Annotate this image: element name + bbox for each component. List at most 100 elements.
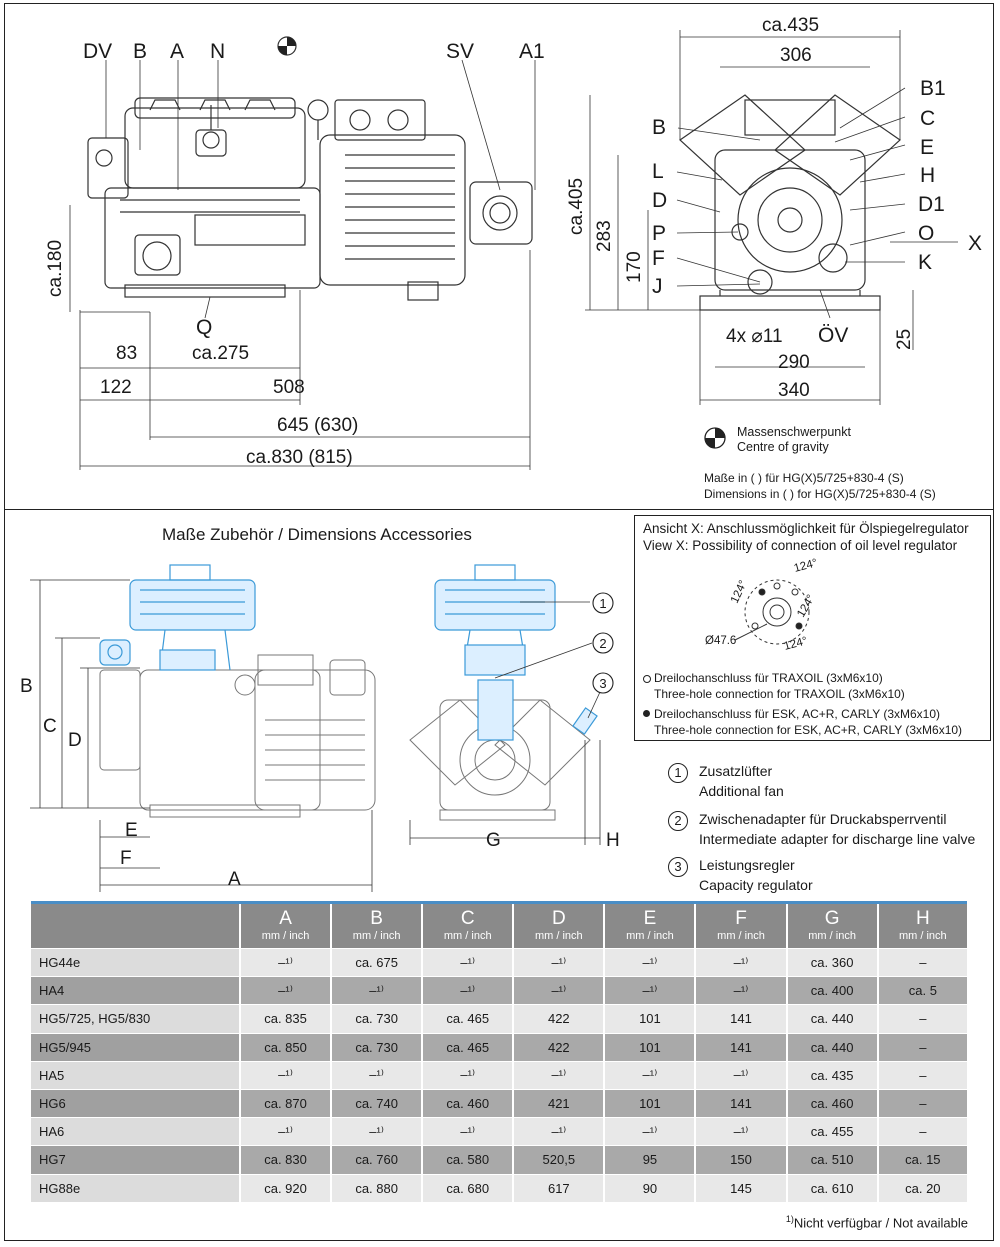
legend-1-de: Zusatzlüfter [699, 763, 773, 779]
label-l: L [652, 160, 664, 183]
value-cell: –¹⁾ [330, 1117, 423, 1146]
accessories-drawing: B C D E F A G H 1 2 3 [20, 564, 620, 892]
value-cell: –¹⁾ [238, 976, 332, 1005]
legend-3-de: Leistungsregler [699, 857, 795, 873]
dim-holes: 4x ⌀11 [726, 326, 783, 347]
value-cell: ca. 400 [785, 976, 878, 1005]
side-view-compressor [87, 36, 533, 301]
value-cell: ca. 680 [421, 1173, 514, 1202]
value-cell: ca. 740 [330, 1088, 423, 1118]
model-cell: HG5/945 [31, 1032, 240, 1062]
view-x-note2-de: Dreilochanschluss für ESK, AC+R, CARLY (… [654, 707, 941, 721]
callout-2-num: 2 [599, 636, 606, 651]
label-h: H [920, 164, 935, 187]
label-b1: B1 [920, 77, 946, 100]
view-x-note1-de: Dreilochanschluss für TRAXOIL (3xM6x10) [654, 671, 883, 685]
value-cell: 421 [512, 1088, 605, 1118]
filled-dot-icon [643, 710, 650, 717]
dim-note-en: Dimensions in ( ) for HG(X)5/725+830-4 (… [704, 487, 936, 501]
dim-ca405: ca.405 [566, 178, 587, 235]
section-divider [4, 509, 994, 510]
table-footnote: 1)Nicht verfügbar / Not available [786, 1214, 968, 1230]
callout-1-num: 1 [599, 596, 606, 611]
dim-290: 290 [778, 352, 810, 373]
dim-ca830: ca.830 (815) [246, 447, 353, 468]
hollow-dot-icon [643, 675, 651, 683]
cog-note-de: Massenschwerpunkt [737, 425, 851, 439]
value-cell: 422 [512, 1004, 605, 1034]
dim-283: 283 [594, 220, 615, 252]
dim-ca275: ca.275 [192, 343, 249, 364]
value-cell: –¹⁾ [421, 947, 514, 977]
acc-dim-f: F [120, 848, 132, 869]
callout-3-num: 3 [599, 676, 606, 691]
acc-dim-b: B [20, 676, 33, 697]
value-cell: 141 [694, 1032, 787, 1062]
angle-1: 124° [729, 579, 750, 606]
acc-dim-g: G [486, 830, 501, 851]
value-cell: ca. 610 [785, 1173, 878, 1202]
label-ov: ÖV [818, 324, 848, 347]
value-cell: ca. 675 [330, 947, 423, 977]
value-cell: 95 [603, 1145, 696, 1174]
footnote-text: Nicht verfügbar / Not available [793, 1215, 968, 1231]
value-cell: ca. 455 [785, 1117, 878, 1146]
dim-340: 340 [778, 380, 810, 401]
label-d: D [652, 189, 667, 212]
accessories-title: Maße Zubehör / Dimensions Accessories [162, 525, 472, 544]
value-cell: –¹⁾ [603, 1060, 696, 1090]
dim-ca435: ca.435 [762, 15, 819, 36]
label-n: N [210, 40, 225, 63]
label-sv: SV [446, 40, 474, 63]
footnote-mark: 1) [785, 1214, 794, 1224]
label-f: F [652, 247, 665, 270]
centre-of-gravity-note: Massenschwerpunkt Centre of gravity [737, 425, 851, 455]
dim-83: 83 [116, 343, 137, 364]
table-row: HA6–¹⁾–¹⁾–¹⁾–¹⁾–¹⁾–¹⁾ca. 455– [31, 1117, 967, 1146]
dim-note-de: Maße in ( ) für HG(X)5/725+830-4 (S) [704, 471, 904, 485]
table-row: HA5–¹⁾–¹⁾–¹⁾–¹⁾–¹⁾–¹⁾ca. 435– [31, 1060, 967, 1090]
view-x-note2-en: Three-hole connection for ESK, AC+R, CAR… [654, 723, 963, 737]
model-cell: HA4 [31, 976, 240, 1005]
angle-3: 124° [795, 593, 817, 620]
callout-3 [592, 672, 614, 694]
dim-508: 508 [273, 377, 305, 398]
value-cell: ca. 360 [785, 947, 878, 977]
label-dv: DV [83, 40, 112, 63]
model-cell: HA5 [31, 1060, 240, 1090]
value-cell: –¹⁾ [512, 1117, 605, 1146]
value-cell: –¹⁾ [238, 947, 332, 977]
dim-645: 645 (630) [277, 415, 358, 436]
view-x-drawing: 124° 124° 124° 124° Ø47.6 [705, 557, 819, 653]
value-cell: 422 [512, 1032, 605, 1062]
legend-2-num: 2 [668, 811, 688, 831]
value-cell: ca. 870 [238, 1088, 332, 1118]
legend-2-en: Intermediate adapter for discharge line … [699, 831, 976, 847]
value-cell: 617 [512, 1173, 605, 1202]
value-cell: –¹⁾ [603, 976, 696, 1005]
value-cell: –¹⁾ [694, 1060, 787, 1090]
value-cell: –¹⁾ [421, 1117, 514, 1146]
value-cell: –¹⁾ [694, 1117, 787, 1146]
value-cell: –¹⁾ [512, 1060, 605, 1090]
value-cell: ca. 760 [330, 1145, 423, 1174]
header-model [31, 904, 240, 949]
model-cell: HG7 [31, 1145, 240, 1174]
acc-dim-d: D [68, 730, 82, 751]
value-cell: ca. 510 [785, 1145, 878, 1174]
cog-note-en: Centre of gravity [737, 440, 829, 454]
value-cell: – [876, 1032, 967, 1062]
dim-25: 25 [894, 329, 915, 350]
value-cell: ca. 850 [238, 1032, 332, 1062]
label-q: Q [196, 316, 212, 339]
table-accent-bar [31, 901, 967, 904]
value-cell: 145 [694, 1173, 787, 1202]
acc-dim-h: H [606, 830, 620, 851]
